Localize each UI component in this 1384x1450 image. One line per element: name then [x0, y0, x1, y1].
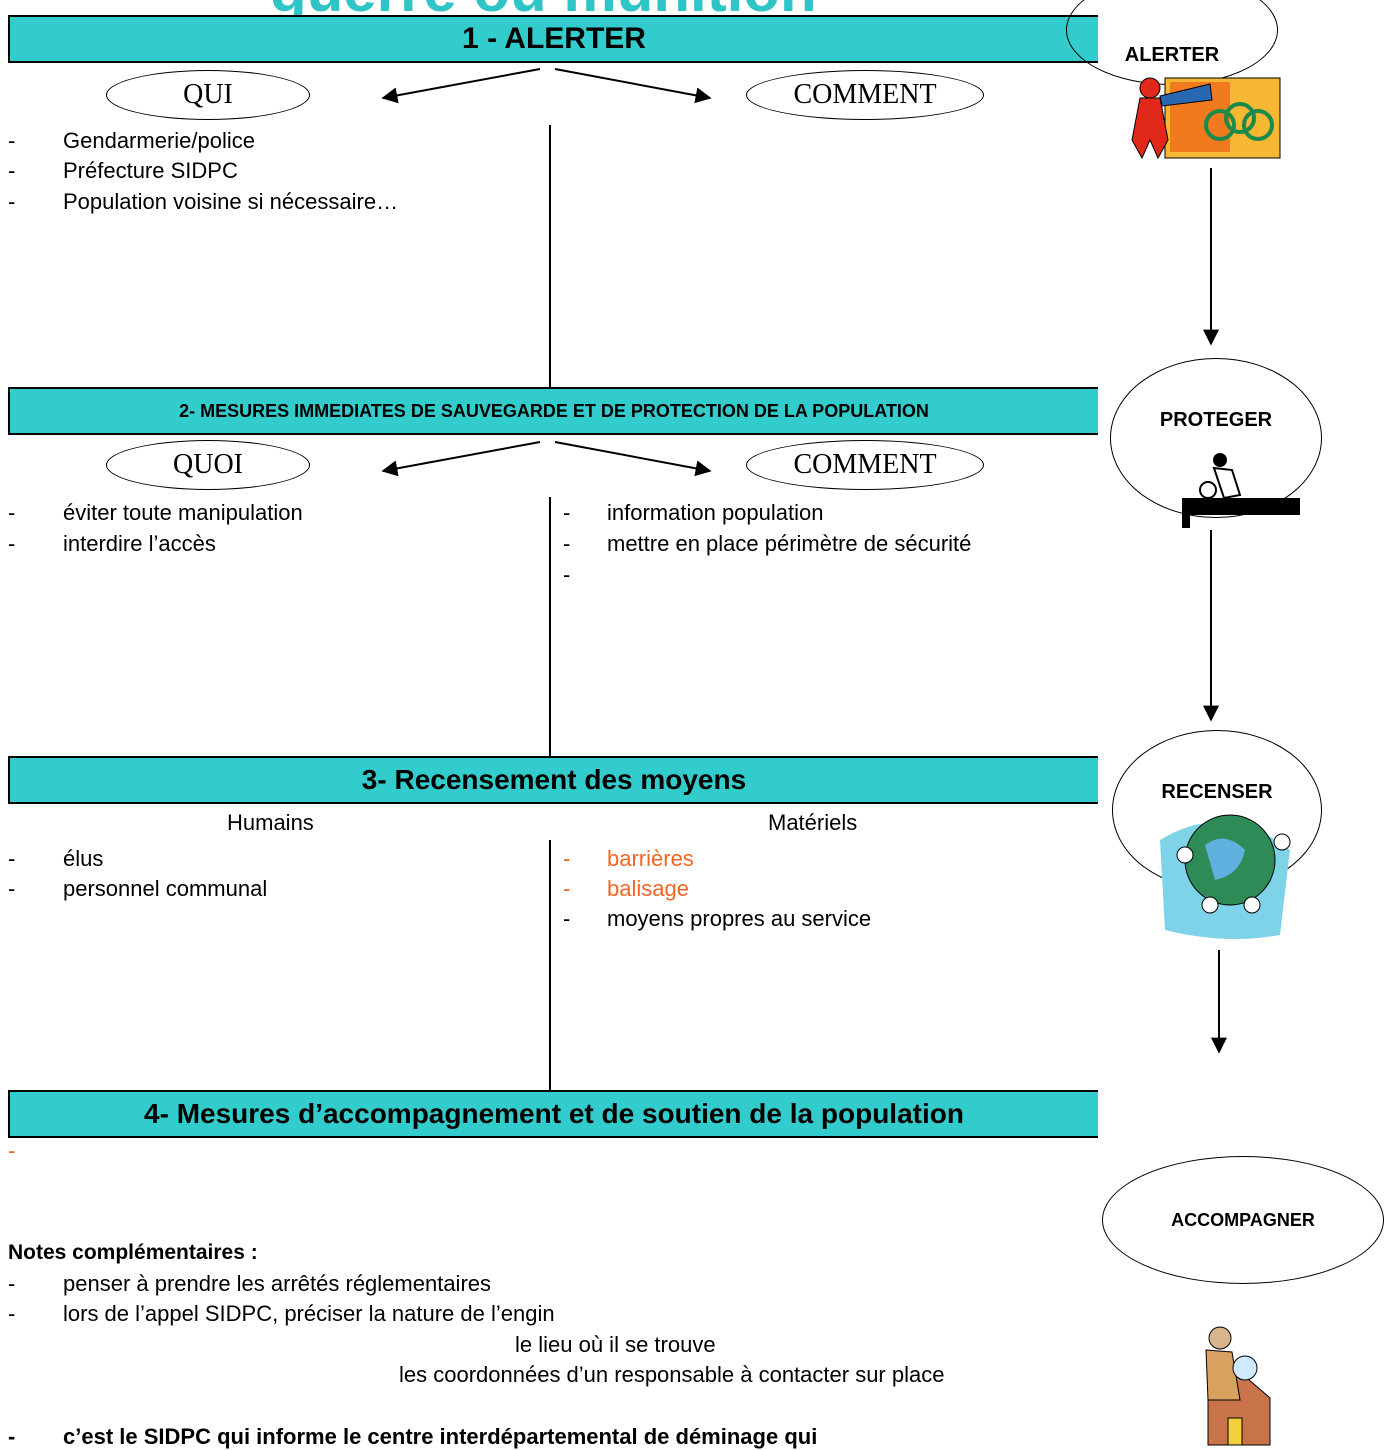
step-accompagner-label: ACCOMPAGNER: [1171, 1209, 1315, 1230]
section-3-band: 3- Recensement des moyens: [8, 756, 1098, 804]
qui-label: QUI: [183, 79, 233, 110]
comment-ellipse-2: COMMENT: [746, 440, 984, 490]
step-alerter-label: ALERTER: [1124, 43, 1220, 66]
section-2-band: 2- MESURES IMMEDIATES DE SAUVEGARDE ET D…: [8, 387, 1098, 435]
qui-ellipse: QUI: [106, 70, 310, 120]
protect-person-clipart-icon: [1182, 453, 1300, 528]
quoi-ellipse: QUOI: [106, 440, 310, 490]
humains-heading: Humains: [227, 810, 314, 835]
step-proteger-label: PROTEGER: [1159, 409, 1273, 431]
arrow-right: [554, 441, 712, 477]
note-continuation: le lieu où il se trouve: [515, 1332, 716, 1357]
section-2-title: 2- MESURES IMMEDIATES DE SAUVEGARDE ET D…: [179, 400, 929, 421]
arrow-left: [381, 441, 541, 477]
column-divider: [549, 497, 551, 757]
quoi-label: QUOI: [173, 449, 243, 480]
step-recenser-label: RECENSER: [1161, 781, 1273, 803]
section-1-band: 1 - ALERTER: [8, 15, 1098, 63]
comment-label-1: COMMENT: [793, 79, 937, 110]
column-divider: [549, 125, 551, 387]
detective-house-clipart-icon: [1205, 1326, 1271, 1446]
globe-people-clipart-icon: [1160, 814, 1291, 939]
comment-ellipse-1: COMMENT: [746, 70, 984, 120]
comment-label-2: COMMENT: [793, 449, 937, 480]
arrow-right: [554, 68, 712, 104]
arrow-left: [381, 68, 541, 104]
section-4-band: 4- Mesures d’accompagnement et de soutie…: [8, 1090, 1098, 1138]
step-proteger: PROTEGER: [1110, 358, 1322, 518]
section-1-title: 1 - ALERTER: [462, 22, 646, 55]
column-divider: [549, 840, 551, 1090]
notes-heading: Notes complémentaires :: [8, 1241, 258, 1264]
note-continuation: les coordonnées d’un responsable à conta…: [399, 1362, 945, 1387]
materiels-heading: Matériels: [768, 810, 858, 835]
section-4-title: 4- Mesures d’accompagnement et de soutie…: [144, 1098, 964, 1129]
section-3-title: 3- Recensement des moyens: [361, 764, 747, 795]
megaphone-clipart-icon: [1131, 77, 1281, 160]
